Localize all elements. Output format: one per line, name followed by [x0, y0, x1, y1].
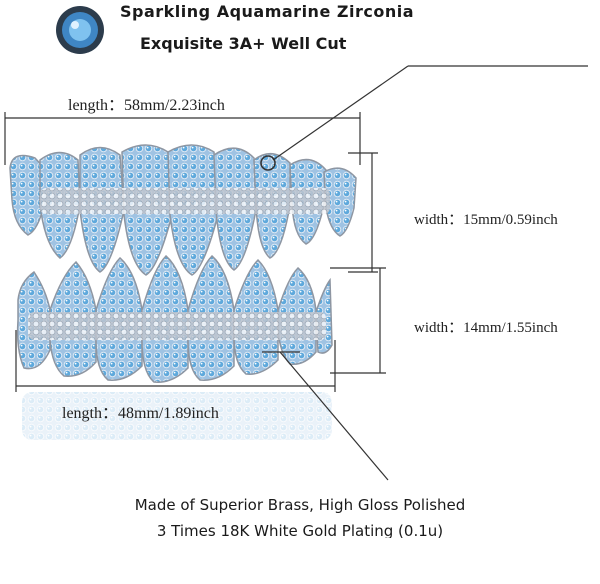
aquamarine-stone-icon [56, 6, 104, 54]
top-width-label: width：15mm/0.59inch [414, 212, 558, 228]
bottom-length-dimension-line [15, 330, 336, 392]
callout-lines [260, 65, 588, 481]
footer-line-2: 3 Times 18K White Gold Plating (0.1u) [156, 522, 444, 538]
bottom-width-label: width：14mm/1.55inch [414, 320, 558, 336]
top-grill [9, 144, 357, 276]
top-length-dimension-line [4, 112, 361, 165]
bottom-length-label: length：48mm/1.89inch [62, 405, 219, 422]
footer-line-1: Made of Superior Brass, High Gloss Polis… [134, 496, 466, 514]
header-line-2: Exquisite 3A+ Well Cut [140, 34, 347, 53]
bottom-grill [16, 254, 333, 383]
bottom-width-dimension-line [330, 267, 386, 374]
reflection [22, 392, 332, 440]
top-width-dimension-line [348, 152, 378, 273]
header-line-1: Sparkling Aquamarine Zirconia [120, 2, 414, 21]
top-length-label: length：58mm/2.23inch [68, 97, 225, 114]
